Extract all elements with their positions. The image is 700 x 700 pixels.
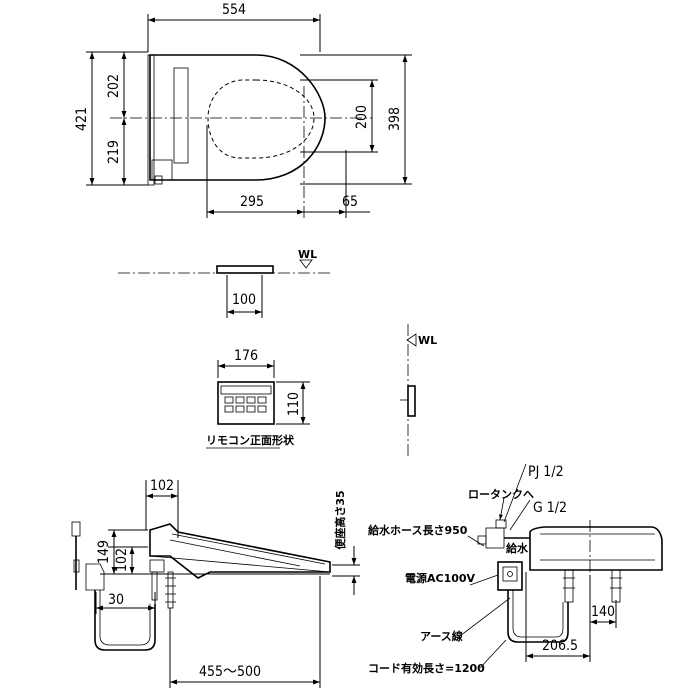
label-hose-length: 給水ホース長さ950 [368,523,468,537]
left-bracket [85,563,105,591]
dim-remote-width: 176 [234,348,258,364]
wl-marker-side: WL [418,334,437,347]
rear-pipe-right [611,569,621,603]
wl-triangle-icon-side [406,333,417,347]
label-low-tank: ロータンクへ [468,488,534,501]
control-panel [173,67,189,164]
dim-2065: 206.5 [542,638,578,654]
label-g: G 1/2 [533,500,567,516]
seat-body-rear [529,526,663,571]
remote-view: 176 110 リモコン正面形状 [206,348,310,449]
wl-triangle-icon [299,259,313,269]
dim-height-149: 149 [96,540,112,564]
remote-caption: リモコン正面形状 [206,433,295,447]
label-power: 電源AC100V [405,571,476,585]
plug-head [71,521,81,537]
dim-height-102: 102 [114,548,130,572]
dim-range: 455～500 [199,664,261,680]
label-cord-length: コード有効長さ=1200 [368,661,485,675]
label-pj: PJ 1/2 [528,464,564,480]
remote-side-body [407,385,416,417]
dim-30: 30 [108,592,124,608]
remote-display [220,385,272,395]
dim-remote-height: 110 [286,392,302,416]
bowl-hidden-outline [207,79,315,159]
dim-height-lower: 219 [106,140,122,164]
seat-back-edge [147,54,155,186]
dim-offset-b: 65 [342,194,358,210]
power-box [497,561,523,591]
dim-bowl-height: 398 [387,107,403,131]
dim-height-upper: 202 [106,74,122,98]
dim-100: 100 [232,292,256,308]
seat-height-label: 便座高さ35 [333,490,347,549]
remote-holder-top [216,265,274,274]
side-connector [154,175,163,185]
dim-offset-a: 295 [240,194,264,210]
label-water-supply: 給水 [506,541,529,555]
dim-height-total: 421 [74,107,90,131]
remote-buttons [224,396,267,413]
side-valve [149,559,165,573]
dim-width-total: 554 [222,2,246,18]
seat-body-side [149,523,331,579]
label-earth: アース線 [420,629,463,643]
dim-140: 140 [591,604,615,620]
remote-body [217,381,275,425]
top-view: 554 421 202 219 200 398 295 65 [74,2,412,218]
seat-outline-top [149,54,326,181]
side-pipe [167,571,174,609]
remote-side-view: WL [400,324,437,456]
dim-depth-102: 102 [150,478,174,494]
dim-bowl-width: 200 [354,105,370,129]
rear-pipe-left [564,569,574,603]
side-view: 102 149 102 30 [71,478,360,688]
rear-valve [485,527,505,549]
rear-view: PJ 1/2 ロータンクへ G 1/2 給水ホース長さ950 給水 電源AC10… [368,463,663,675]
wl-marker: WL [298,248,317,261]
water-level-view: WL 100 [118,248,330,318]
